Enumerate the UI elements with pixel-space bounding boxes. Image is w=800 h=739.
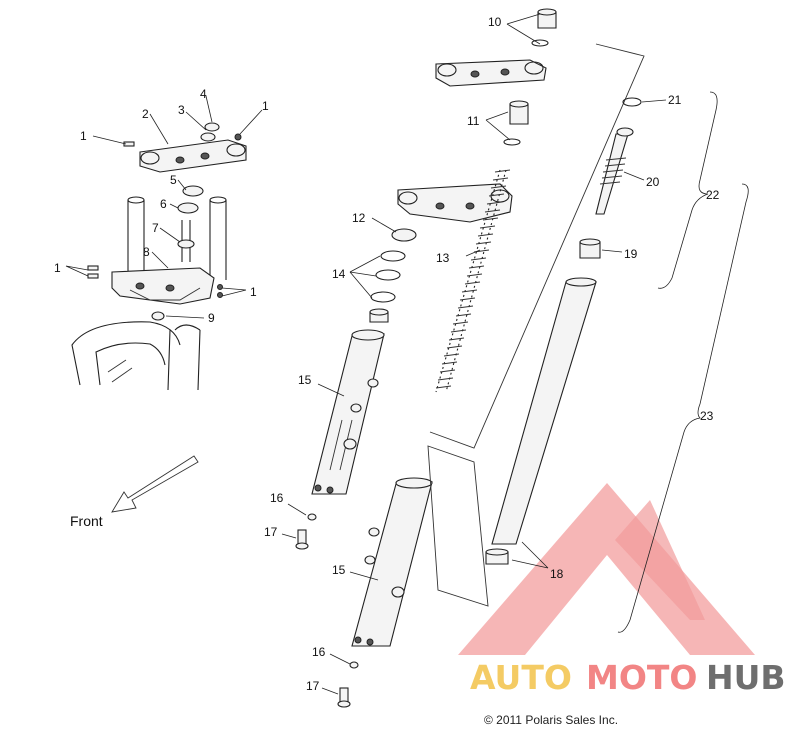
- callout-13: 13: [436, 251, 450, 265]
- callout-19: 19: [624, 247, 638, 261]
- drain-bolt-upper: [295, 529, 309, 550]
- callout-16: 16: [312, 645, 326, 659]
- callout-8: 8: [143, 245, 150, 259]
- fork-rings: [369, 250, 406, 323]
- upper-triple-clamp-left: [139, 139, 247, 173]
- front-label: Front: [70, 513, 103, 529]
- fork-seal: [391, 228, 417, 242]
- bracket-23: [617, 183, 749, 633]
- leader-lines: [65, 13, 667, 695]
- drain-bolt-lower: [337, 687, 351, 708]
- cartridge-ring: [622, 97, 642, 107]
- callout-18: 18: [550, 567, 564, 581]
- pinch-bolt: [123, 141, 135, 147]
- callout-23: 23: [700, 409, 714, 423]
- callout-1: 1: [250, 285, 257, 299]
- stem-nut: [204, 122, 220, 132]
- callout-11: 11: [467, 114, 480, 128]
- callout-12: 12: [352, 211, 366, 225]
- callout-21: 21: [668, 93, 682, 107]
- callout-5: 5: [170, 173, 177, 187]
- front-direction-arrow: [111, 455, 199, 513]
- fork-tube-left: [127, 200, 145, 280]
- callout-7: 7: [152, 221, 159, 235]
- callout-numbers: 1 1 1 1 2 3 4 5 6 7 8 9 10 11 12 13 14 1…: [54, 15, 720, 693]
- drain-washer-upper: [307, 513, 317, 521]
- watermark-moto: MOTO: [586, 658, 697, 697]
- small-plug: [234, 133, 242, 141]
- callout-2: 2: [142, 107, 149, 121]
- bearing-seal: [177, 202, 199, 214]
- fork-spring: [435, 169, 511, 393]
- front-fender: [71, 321, 181, 386]
- cartridge-bushing: [579, 238, 601, 259]
- callout-15: 15: [332, 563, 346, 577]
- watermark-hub: HUB: [706, 658, 786, 697]
- fork-lower-left: [167, 329, 201, 391]
- callout-1: 1: [54, 261, 61, 275]
- copyright-notice: © 2011 Polaris Sales Inc.: [484, 713, 618, 727]
- callout-6: 6: [160, 197, 167, 211]
- stem-washer: [200, 132, 216, 142]
- fork-tube-right: [209, 200, 227, 280]
- exploded-view-guides: [427, 43, 645, 607]
- bracket-22: [657, 91, 718, 289]
- fork-leg-lower: [351, 477, 433, 647]
- upper-triple-clamp-center: [435, 59, 547, 87]
- lower-triple-clamp-left: [111, 267, 215, 305]
- top-cap-bushing: [531, 8, 557, 47]
- callout-20: 20: [646, 175, 660, 189]
- callout-9: 9: [208, 311, 215, 325]
- fork-leg-upper: [311, 329, 385, 495]
- callout-22: 22: [706, 188, 720, 202]
- inner-tube: [491, 277, 597, 545]
- callout-15: 15: [298, 373, 312, 387]
- callout-1: 1: [262, 99, 269, 113]
- tube-bushing: [485, 548, 509, 565]
- drain-washer-lower: [349, 661, 359, 669]
- stem-cap: [151, 311, 165, 321]
- callout-17: 17: [306, 679, 320, 693]
- damper-rod: [595, 127, 634, 215]
- watermark-logo: AUTO MOTO HUB: [458, 483, 786, 697]
- callout-4: 4: [200, 87, 207, 101]
- callout-16: 16: [270, 491, 284, 505]
- clamp-bushing: [503, 100, 529, 146]
- callout-3: 3: [178, 103, 185, 117]
- callout-17: 17: [264, 525, 278, 539]
- callout-14: 14: [332, 267, 346, 281]
- callout-1: 1: [80, 129, 87, 143]
- left-assembly: [71, 122, 247, 391]
- watermark-auto: AUTO: [470, 658, 572, 697]
- upper-bearing: [182, 185, 204, 197]
- callout-10: 10: [488, 15, 502, 29]
